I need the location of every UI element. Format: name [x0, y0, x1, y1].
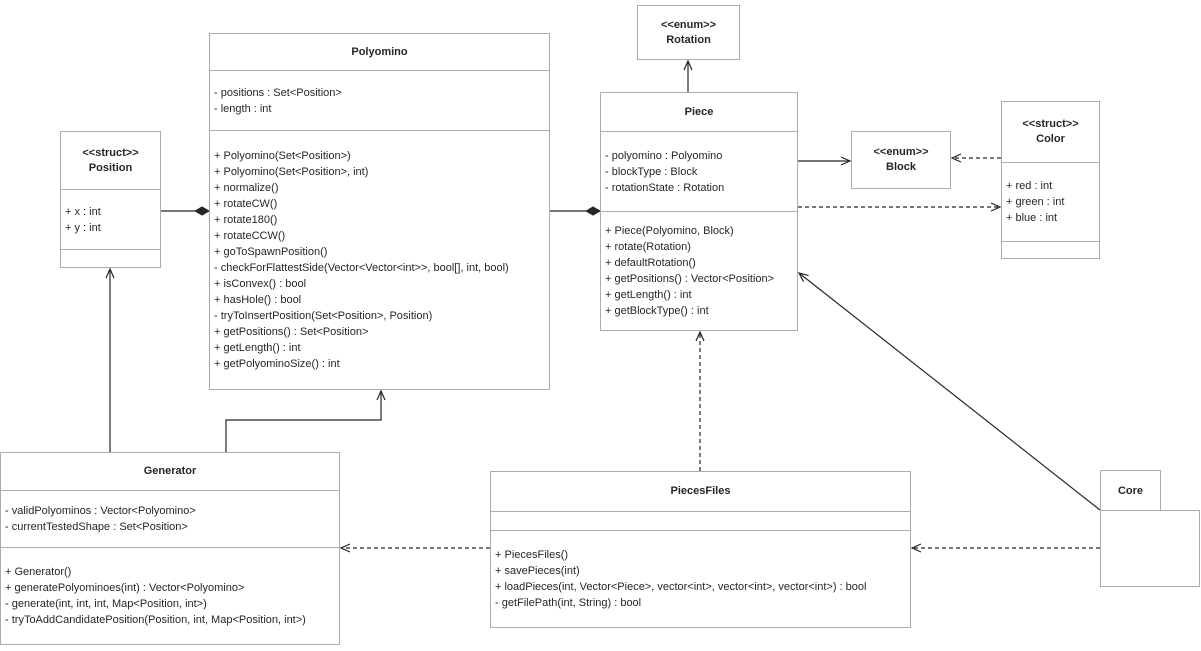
- member-row: - positions : Set<Position>: [214, 86, 342, 99]
- member-row: + green : int: [1006, 196, 1065, 208]
- edge-generator-polyomino-association: [225, 389, 386, 452]
- class-position: <<struct>> Position + x : int + y : int: [60, 131, 161, 268]
- class-piecesfiles-title: PiecesFiles: [491, 472, 910, 512]
- member-row: - getFilePath(int, String) : bool: [495, 597, 642, 609]
- class-position-methods: [61, 250, 160, 267]
- class-color-title: <<struct>> Color: [1002, 102, 1099, 163]
- member-row: + rotateCCW(): [214, 230, 286, 242]
- member-row: + Polyomino(Set<Position>, int): [214, 166, 369, 178]
- member-row: + x : int: [65, 205, 101, 218]
- member-row: - tryToAddCandidatePosition(Position, in…: [5, 614, 306, 626]
- member-row: + getLength() : int: [214, 342, 301, 354]
- class-rotation-stereotype: <<enum>>: [660, 18, 717, 31]
- member-row: - polyomino : Polyomino: [605, 149, 723, 162]
- class-color-attributes: + red : int + green : int + blue : int: [1002, 163, 1099, 242]
- member-row: + blue : int: [1006, 212, 1058, 224]
- member-row: - generate(int, int, int, Map<Position, …: [5, 598, 207, 610]
- class-color-name: Color: [1036, 133, 1065, 145]
- class-piece-attributes: - polyomino : Polyomino - blockType : Blo…: [601, 132, 797, 212]
- member-row: + getPositions() : Set<Position>: [214, 326, 369, 338]
- class-block-name: Block: [886, 161, 916, 173]
- class-piece-name: Piece: [684, 105, 714, 118]
- package-core-name: Core: [1117, 484, 1144, 497]
- member-row: + getPositions() : Vector<Position>: [605, 273, 775, 285]
- member-row: - rotationState : Rotation: [605, 181, 725, 194]
- member-row: + defaultRotation(): [605, 257, 696, 269]
- class-piece-methods: + Piece(Polyomino, Block) + rotate(Rotati…: [601, 212, 797, 330]
- member-row: + generatePolyominoes(int) : Vector<Poly…: [5, 582, 245, 594]
- member-row: + hasHole() : bool: [214, 294, 302, 306]
- member-row: + Polyomino(Set<Position>): [214, 150, 351, 162]
- class-polyomino: Polyomino - positions : Set<Position> - l…: [209, 33, 550, 390]
- class-polyomino-methods: + Polyomino(Set<Position>) + Polyomino(Se…: [210, 131, 549, 389]
- class-block-title: <<enum>> Block: [852, 132, 950, 188]
- class-polyomino-title: Polyomino: [210, 34, 549, 71]
- member-row: + rotate180(): [214, 214, 278, 226]
- member-row: + Generator(): [5, 566, 72, 578]
- class-block-stereotype: <<enum>>: [873, 146, 929, 158]
- member-row: - currentTestedShape : Set<Position>: [5, 521, 188, 533]
- class-piece: Piece - polyomino : Polyomino - blockType…: [600, 92, 798, 331]
- member-row: + savePieces(int): [495, 565, 580, 577]
- class-position-name: Position: [88, 161, 133, 174]
- class-position-attributes: + x : int + y : int: [61, 190, 160, 250]
- class-generator-name: Generator: [143, 465, 197, 477]
- class-rotation: <<enum>> Rotation: [637, 5, 740, 60]
- package-core-tab: Core: [1100, 470, 1161, 511]
- class-piecesfiles-methods: + PiecesFiles() + savePieces(int) + loadPi…: [491, 531, 910, 627]
- class-piecesfiles-name: PiecesFiles: [670, 485, 731, 497]
- class-generator-attributes: - validPolyominos : Vector<Polyomino> - c…: [1, 491, 339, 548]
- class-position-stereotype: <<struct>>: [82, 146, 139, 159]
- class-rotation-title: <<enum>> Rotation: [638, 6, 739, 59]
- class-position-title: <<struct>> Position: [61, 132, 160, 190]
- class-polyomino-attributes: - positions : Set<Position> - length : in…: [210, 71, 549, 131]
- member-row: - validPolyominos : Vector<Polyomino>: [5, 505, 196, 517]
- member-row: - blockType : Block: [605, 165, 698, 178]
- member-row: + isConvex() : bool: [214, 278, 307, 290]
- member-row: + getPolyominoSize() : int: [214, 358, 340, 370]
- class-color: <<struct>> Color + red : int + green : in…: [1001, 101, 1100, 259]
- class-generator-title: Generator: [1, 453, 339, 491]
- class-generator: Generator - validPolyominos : Vector<Pol…: [0, 452, 340, 645]
- class-block: <<enum>> Block: [851, 131, 951, 189]
- class-rotation-name: Rotation: [666, 33, 711, 46]
- member-row: + goToSpawnPosition(): [214, 246, 328, 258]
- member-row: + y : int: [65, 221, 101, 234]
- member-row: - length : int: [214, 102, 272, 115]
- member-row: + getLength() : int: [605, 289, 692, 301]
- member-row: + red : int: [1006, 180, 1053, 192]
- class-generator-methods: + Generator() + generatePolyominoes(int) …: [1, 548, 339, 644]
- class-polyomino-name: Polyomino: [351, 45, 408, 58]
- member-row: - tryToInsertPosition(Set<Position>, Pos…: [214, 310, 433, 322]
- member-row: + PiecesFiles(): [495, 549, 569, 561]
- class-color-stereotype: <<struct>>: [1022, 118, 1079, 130]
- member-row: + Piece(Polyomino, Block): [605, 225, 734, 237]
- member-row: + getBlockType() : int: [605, 305, 709, 317]
- member-row: + normalize(): [214, 182, 279, 194]
- member-row: + rotate(Rotation): [605, 241, 691, 253]
- class-piece-title: Piece: [601, 93, 797, 132]
- member-row: - checkForFlattestSide(Vector<Vector<int…: [214, 262, 509, 274]
- class-piecesfiles-attributes: [491, 512, 910, 531]
- class-color-methods: [1002, 242, 1099, 258]
- member-row: + rotateCW(): [214, 198, 278, 210]
- package-core-body: [1100, 510, 1200, 587]
- member-row: + loadPieces(int, Vector<Piece>, vector<…: [495, 581, 867, 593]
- class-piecesfiles: PiecesFiles + PiecesFiles() + savePieces(…: [490, 471, 911, 628]
